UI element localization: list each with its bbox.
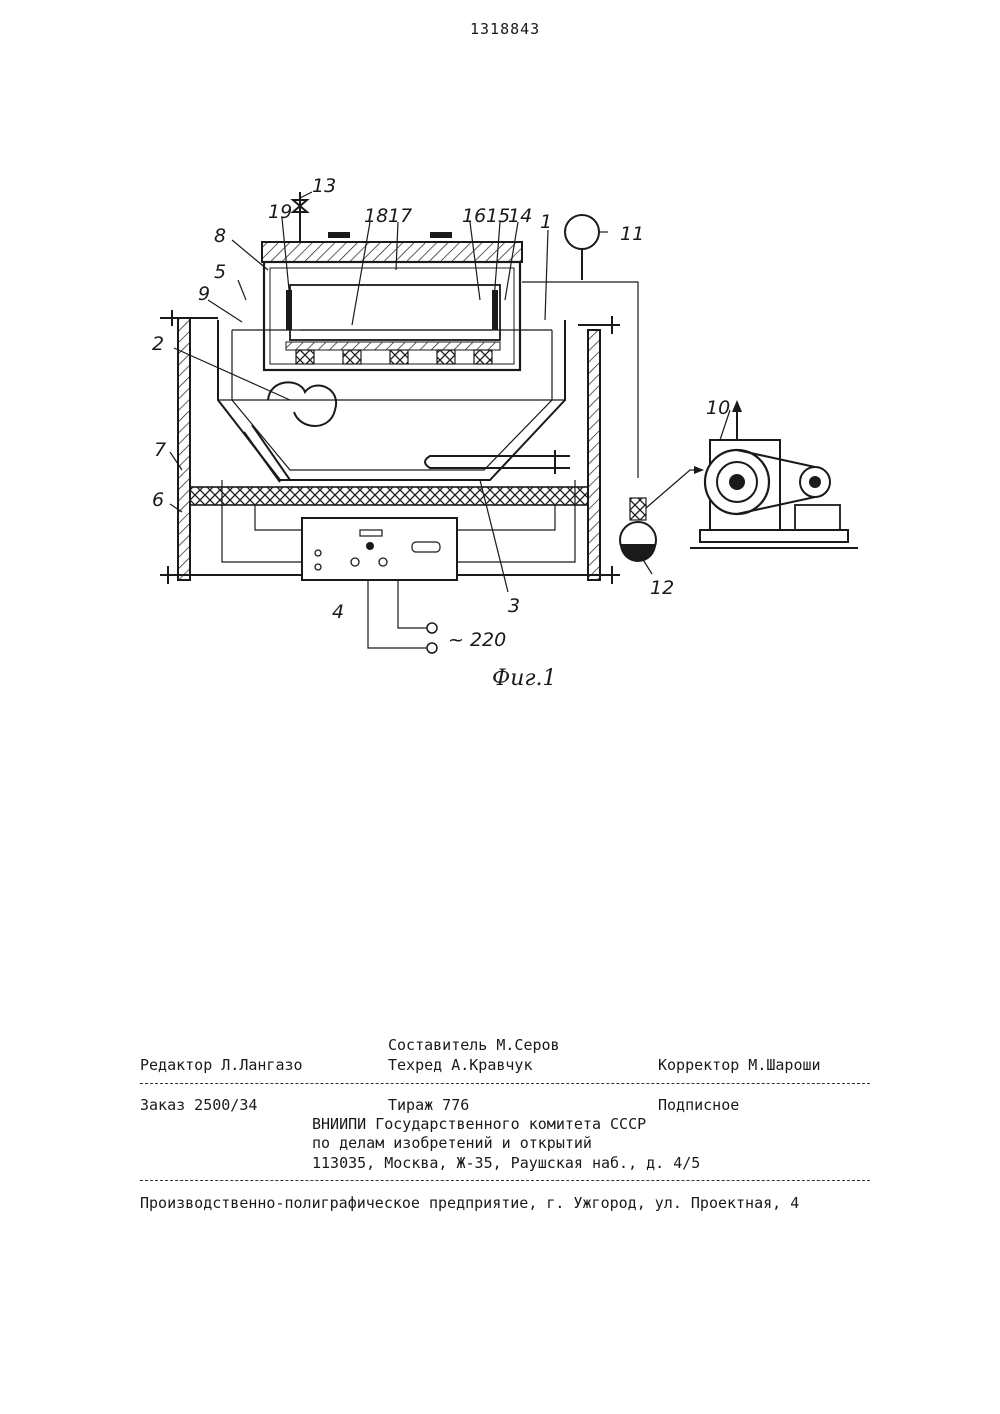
divider-1 (140, 1083, 870, 1084)
stirrer (268, 382, 336, 426)
label-13: 13 (312, 175, 336, 197)
label-19: 19 (268, 201, 292, 223)
pressure-gauge (565, 215, 599, 249)
insulation-layer (190, 487, 588, 505)
corrector-line: Корректор М.Шароши (658, 1056, 821, 1074)
techred-line: Техред А.Кравчук (388, 1056, 533, 1074)
voltage-label: ~ 220 (448, 629, 506, 651)
subscription-line: Подписное (658, 1096, 739, 1114)
heater (425, 456, 570, 468)
label-10: 10 (706, 397, 730, 419)
label-6: 6 (152, 489, 164, 511)
label-15: 15 (486, 205, 510, 227)
label-16: 16 (462, 205, 486, 227)
printer-line: Производственно-полиграфическое предприя… (140, 1194, 799, 1212)
label-18: 18 (364, 205, 388, 227)
control-unit (302, 518, 457, 580)
right-wall (588, 330, 600, 580)
mold (290, 285, 500, 340)
label-14: 14 (508, 205, 532, 227)
label-4: 4 (332, 601, 344, 623)
divider-2 (140, 1180, 870, 1181)
label-8: 8 (214, 225, 226, 247)
circulation-line: Тираж 776 (388, 1096, 469, 1114)
org-line-2: по делам изобретений и открытий (312, 1134, 592, 1152)
chamber-lid (262, 242, 522, 262)
label-2: 2 (152, 333, 164, 355)
org-address: 113035, Москва, Ж-35, Раушская наб., д. … (312, 1154, 700, 1172)
label-11: 11 (620, 223, 644, 245)
label-3: 3 (508, 595, 520, 617)
label-9: 9 (198, 283, 210, 305)
editor-line: Редактор Л.Лангазо (140, 1056, 303, 1074)
left-wall (178, 318, 190, 580)
label-12: 12 (650, 577, 674, 599)
compiler-line: Составитель М.Серов (388, 1036, 560, 1054)
figure-caption: Фиг.1 (492, 666, 557, 691)
label-5: 5 (214, 261, 226, 283)
label-17: 17 (388, 205, 412, 227)
vacuum-pump (690, 400, 858, 548)
label-7: 7 (154, 439, 166, 461)
technical-drawing: 1 2 3 4 5 6 7 8 9 10 11 12 13 14 15 16 1… (0, 0, 1000, 720)
label-1: 1 (540, 211, 552, 233)
support-blocks (296, 350, 492, 364)
org-line-1: ВНИИПИ Государственного комитета СССР (312, 1115, 646, 1133)
order-line: Заказ 2500/34 (140, 1096, 257, 1114)
